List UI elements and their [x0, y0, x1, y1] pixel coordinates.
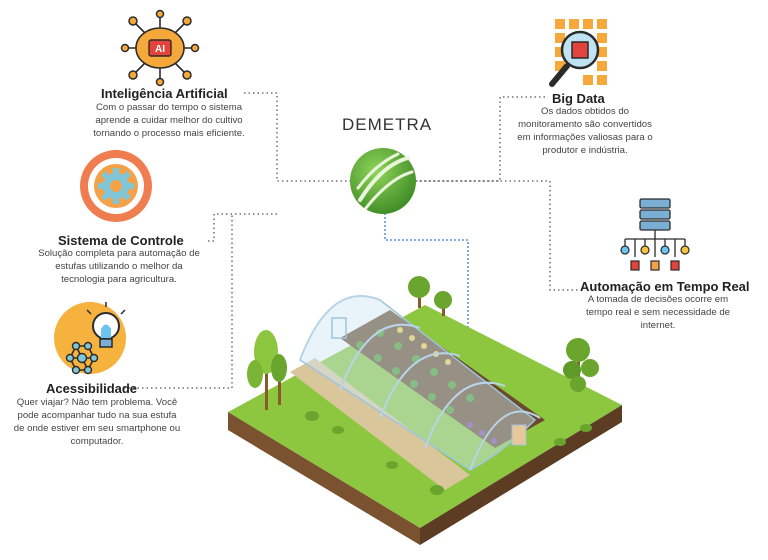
- connector-access: [124, 214, 233, 389]
- realtime-description: A tomada de decisões ocorre em tempo rea…: [582, 293, 734, 332]
- ai-desc-line: Com o passar do tempo o sistema: [95, 102, 243, 113]
- ai-badge: AI: [155, 44, 165, 55]
- crop-beds: [340, 310, 545, 448]
- realtime-desc-line: A tomada de decisões ocorre em: [587, 294, 729, 305]
- ai-desc-line: aprende a cuidar melhor do cultivo: [95, 115, 243, 126]
- access-title: Acessibilidade: [46, 381, 138, 396]
- bigdata-desc-line: Os dados obtidos do: [540, 106, 629, 117]
- access-desc-line: de onde estiver em seu smartphone ou: [13, 423, 181, 434]
- realtime-desc-line: internet.: [640, 320, 676, 331]
- connector-ai: [244, 92, 350, 182]
- bigdata-desc-line: produtor e indústria.: [542, 145, 628, 156]
- realtime-desc-line: tempo real e sem necessidade de: [586, 307, 730, 318]
- connector-lines: [124, 92, 580, 389]
- access-desc-line: pode acompanhar tudo na sua estufa: [17, 410, 177, 421]
- ground-side-right: [420, 405, 622, 545]
- control-title: Sistema de Controle: [58, 233, 184, 248]
- magnifier-grid-icon: [549, 19, 607, 87]
- ai-description: Com o passar do tempo o sistema aprende …: [80, 101, 258, 140]
- gear-icon: [80, 150, 152, 222]
- access-desc-line: computador.: [70, 436, 124, 447]
- connector-realtime: [415, 180, 580, 291]
- bigdata-title: Big Data: [552, 91, 605, 106]
- control-description: Solução completa para automação de estuf…: [30, 247, 208, 286]
- bigdata-desc-line: em informações valiosas para o: [517, 132, 653, 143]
- demetra-logo-icon: [350, 148, 416, 214]
- sensor-link-line: [384, 213, 469, 372]
- control-desc-line: Solução completa para automação de: [38, 248, 200, 259]
- brand-title: DEMETRA: [342, 115, 433, 134]
- bigdata-description: Os dados obtidos do monitoramento são co…: [510, 105, 660, 157]
- greenhouse-illustration: [228, 276, 622, 545]
- server-network-icon: [620, 198, 690, 271]
- ground-top: [228, 305, 622, 528]
- ai-title: Inteligência Artificial: [101, 86, 228, 101]
- trees: [247, 276, 599, 410]
- control-desc-line: tecnologia para agricultura.: [61, 274, 177, 285]
- access-description: Quer viajar? Não tem problema. Você pode…: [3, 396, 191, 448]
- control-desc-line: estufas utilizando o melhor da: [55, 261, 183, 272]
- dirt-path: [290, 358, 470, 490]
- connector-bigdata: [415, 96, 545, 182]
- ai-brain-icon: AI: [120, 9, 200, 87]
- access-desc-line: Quer viajar? Não tem problema. Você: [16, 397, 178, 408]
- bigdata-desc-line: monitoramento são convertidos: [518, 119, 652, 130]
- realtime-title: Automação em Tempo Real: [580, 279, 750, 294]
- lightbulb-network-icon: [54, 302, 126, 375]
- ground-side-left: [228, 412, 420, 545]
- ai-desc-line: tornando o processo mais eficiente.: [93, 128, 245, 139]
- connector-control: [208, 213, 277, 242]
